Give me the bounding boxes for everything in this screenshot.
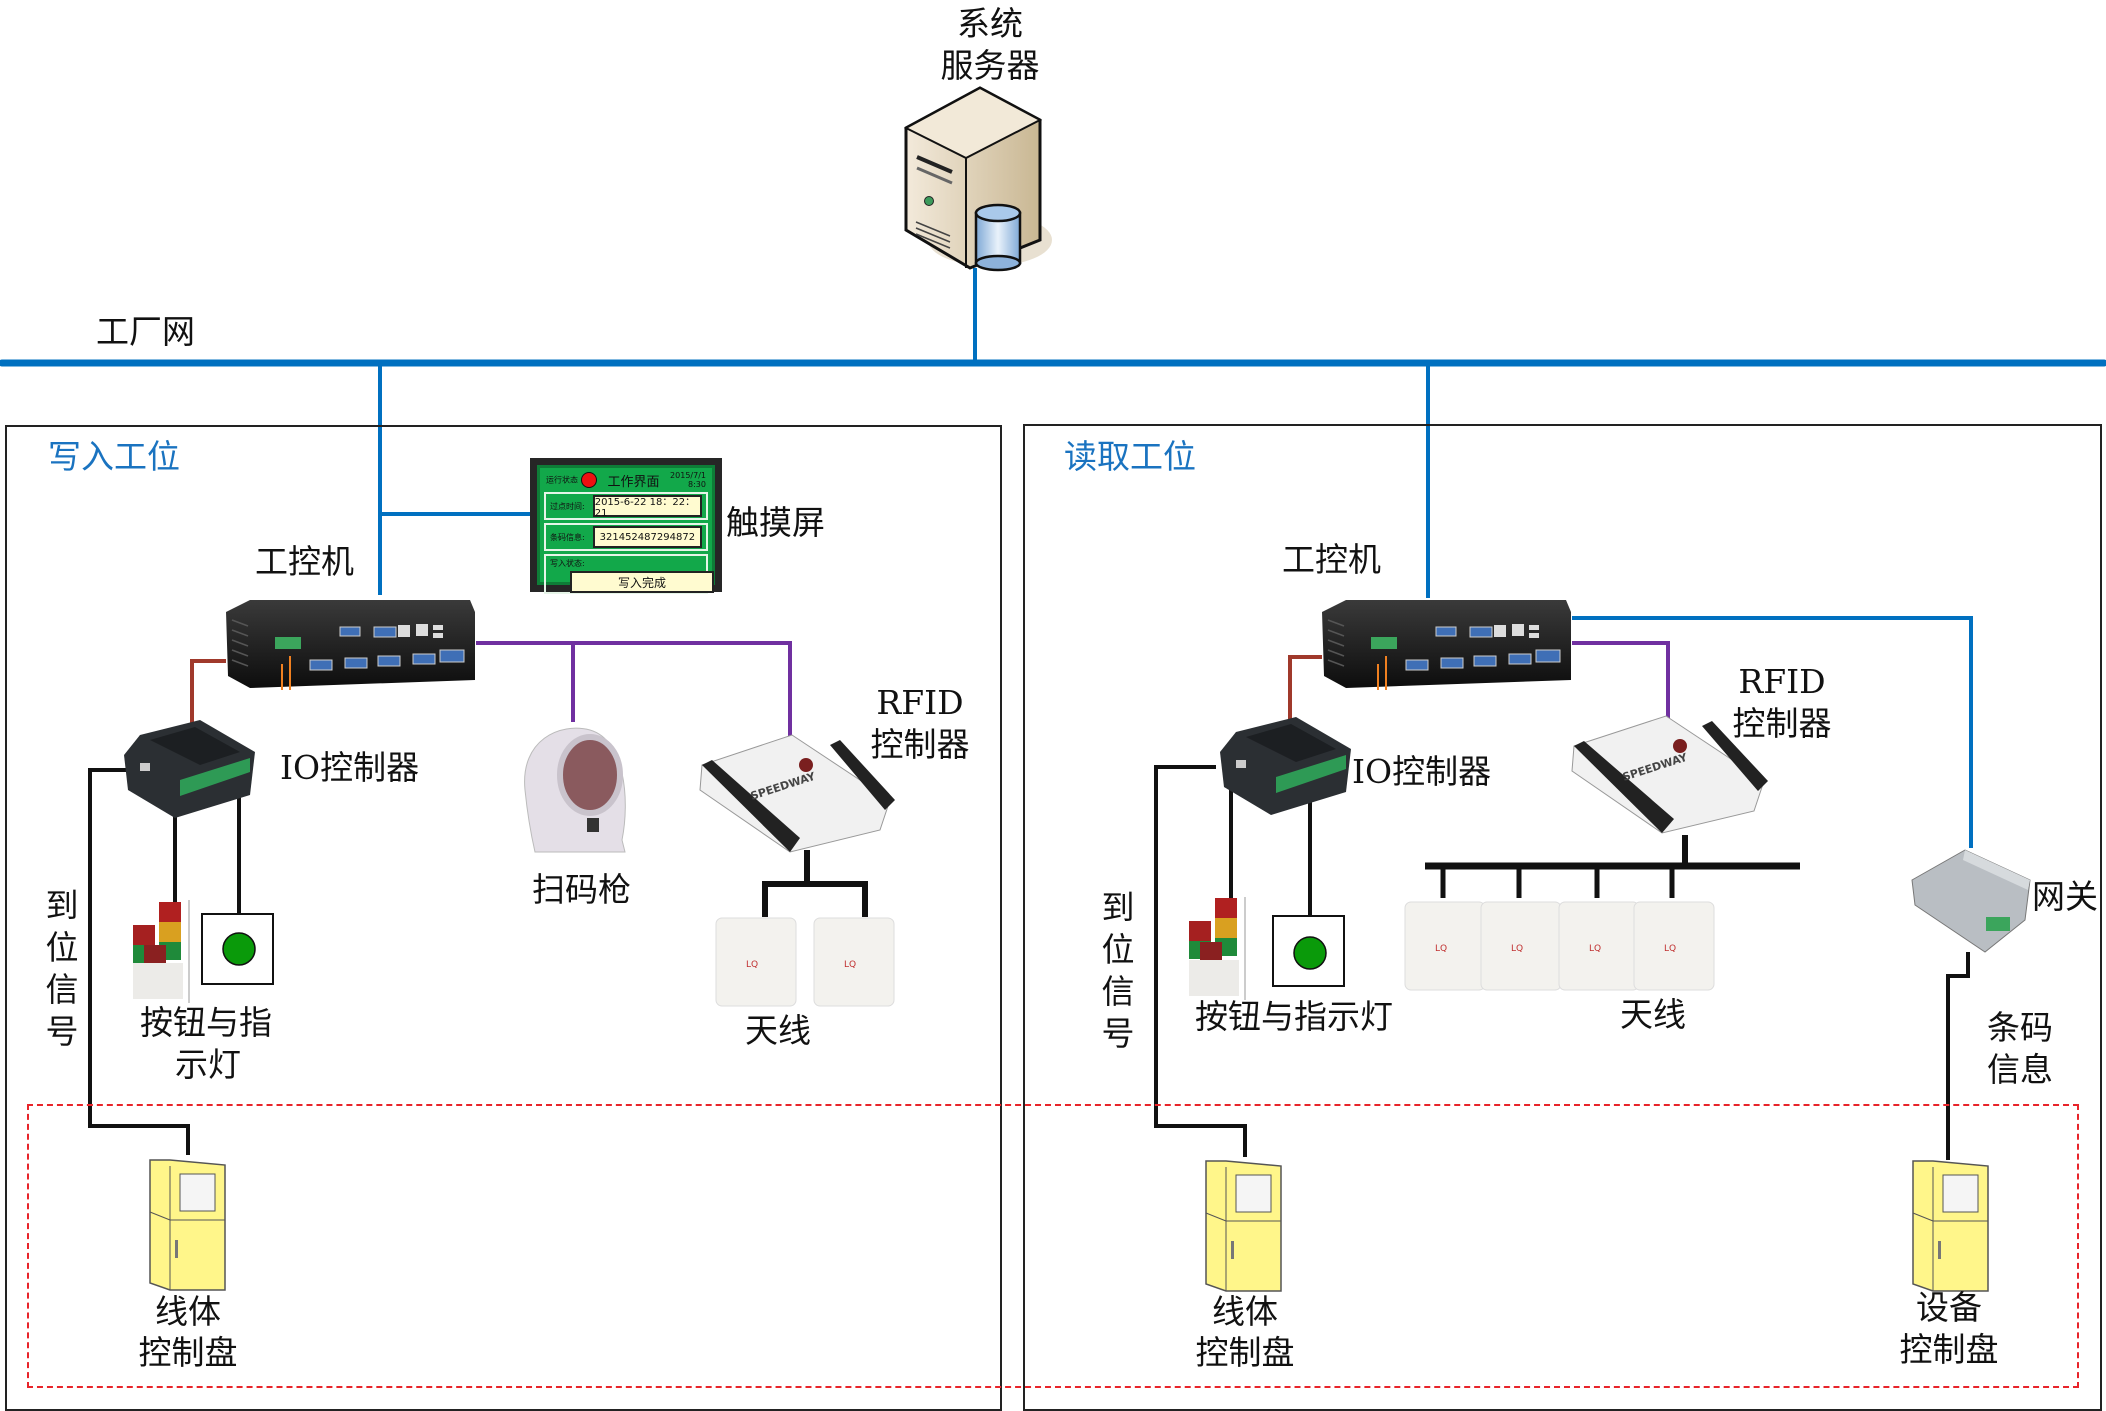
left-ipc-label: 工控机 xyxy=(255,542,354,581)
status-indicator-icon xyxy=(581,472,597,488)
svg-text:LQ: LQ xyxy=(1589,944,1601,954)
right-push-button-icon xyxy=(1272,915,1345,987)
touchscreen-label: 触摸屏 xyxy=(726,503,825,542)
antenna-icon xyxy=(715,917,797,1007)
left-io-label: IO控制器 xyxy=(280,748,420,787)
left-push-button-icon xyxy=(201,913,274,985)
pass-time-value: 2015-6-22 18：22：21 xyxy=(592,495,702,519)
right-io-controller-icon xyxy=(1220,717,1351,815)
left-rfid-label-line2: 控制器 xyxy=(870,725,970,764)
svg-text:LQ: LQ xyxy=(746,960,758,970)
left-arrival-signal-label: 到 位 信 号 xyxy=(45,886,79,1051)
read-station-box xyxy=(1023,424,2102,1411)
write-station-title: 写入工位 xyxy=(48,437,180,476)
pass-time-label: 过点时间: xyxy=(550,501,585,511)
screen-title: 工作界面 xyxy=(607,474,660,490)
write-station-box xyxy=(5,425,1002,1411)
left-io-controller-icon xyxy=(124,720,255,818)
right-cabinet-label-line2: 控制盘 xyxy=(1195,1333,1295,1372)
right-ipc-label: 工控机 xyxy=(1282,540,1381,579)
right-ipc-icon xyxy=(1322,600,1571,690)
right-io-link xyxy=(1288,655,1322,725)
barcode-row: 条码信息: 321452487294872 xyxy=(544,523,708,551)
left-antenna-label: 天线 xyxy=(745,1011,811,1050)
left-signal-tower-icon xyxy=(133,900,190,1003)
right-antenna-label: 天线 xyxy=(1620,995,1686,1034)
barcode-info-label-line2: 信息 xyxy=(1987,1050,2053,1089)
server-label-line2: 服务器 xyxy=(940,46,1040,85)
barcode-info-wire xyxy=(1946,952,1970,1160)
barcode-label: 条码信息: xyxy=(550,532,585,542)
device-cabinet-label-line1: 设备 xyxy=(1916,1288,1982,1327)
device-cabinet-label-line2: 控制盘 xyxy=(1899,1330,1999,1369)
left-cabinet-label-line2: 控制盘 xyxy=(138,1333,238,1372)
right-arrival-signal-wire xyxy=(1154,765,1247,1157)
device-cabinet-icon xyxy=(1912,1160,1989,1292)
scanner-label: 扫码枪 xyxy=(532,870,631,909)
write-status-row: 写入状态: 写入完成 xyxy=(544,554,714,594)
svg-text:LQ: LQ xyxy=(1664,944,1676,954)
antenna-icon xyxy=(1633,901,1715,991)
right-io-label: IO控制器 xyxy=(1352,752,1492,791)
barcode-value: 321452487294872 xyxy=(592,526,702,548)
gateway-network-link xyxy=(1572,616,1973,848)
left-cabinet-label-line1: 线体 xyxy=(155,1292,221,1331)
left-ipc-icon xyxy=(226,600,475,690)
left-rfid-reader-icon: SPEEDWAY xyxy=(699,734,895,853)
right-rfid-label-line2: 控制器 xyxy=(1732,704,1832,743)
right-arrival-signal-label: 到 位 信 号 xyxy=(1101,888,1135,1053)
svg-text:LQ: LQ xyxy=(844,960,856,970)
right-cabinet-label-line1: 线体 xyxy=(1212,1292,1278,1331)
left-antenna-icons: LQ LQ xyxy=(715,917,895,1007)
right-rfid-label-line1: RFID xyxy=(1738,662,1826,701)
left-purple-link xyxy=(476,641,792,740)
pass-time-row: 过点时间: 2015-6-22 18：22：21 xyxy=(544,492,708,520)
right-signal-tower-icon xyxy=(1189,897,1246,1000)
write-status-label: 写入状态: xyxy=(550,559,585,568)
write-status-value: 写入完成 xyxy=(570,571,714,593)
right-light-label: 按钮与指示灯 xyxy=(1195,997,1393,1036)
left-line-cabinet-icon xyxy=(149,1159,226,1291)
right-purple-link xyxy=(1572,641,1670,722)
barcode-scanner-icon xyxy=(524,727,626,853)
right-line-cabinet-icon xyxy=(1205,1160,1282,1292)
left-io-link xyxy=(190,659,226,724)
left-light-label-line1: 按钮与指 xyxy=(140,1003,272,1042)
antenna-icon xyxy=(813,917,895,1007)
database-icon xyxy=(974,203,1022,272)
read-station-title: 读取工位 xyxy=(1064,437,1196,476)
left-arrival-signal-wire xyxy=(88,768,190,1155)
right-antenna-icons: LQ LQ LQ LQ xyxy=(1404,901,1715,991)
gateway-label: 网关 xyxy=(2032,877,2098,916)
left-antenna-bracket-h xyxy=(762,881,868,917)
gateway-icon xyxy=(1911,849,2031,953)
left-rfid-label-line1: RFID xyxy=(876,683,964,722)
right-rfid-reader-icon: SPEEDWAY xyxy=(1571,715,1768,834)
line-control-zone xyxy=(27,1104,2079,1388)
left-light-label-line2: 示灯 xyxy=(175,1045,241,1084)
barcode-info-label-line1: 条码 xyxy=(1987,1008,2053,1047)
svg-text:LQ: LQ xyxy=(1511,944,1523,954)
network-label: 工厂网 xyxy=(96,312,195,351)
svg-text:LQ: LQ xyxy=(1435,944,1447,954)
run-status-label: 运行状态 xyxy=(546,472,597,488)
server-label-line1: 系统 xyxy=(957,4,1023,43)
